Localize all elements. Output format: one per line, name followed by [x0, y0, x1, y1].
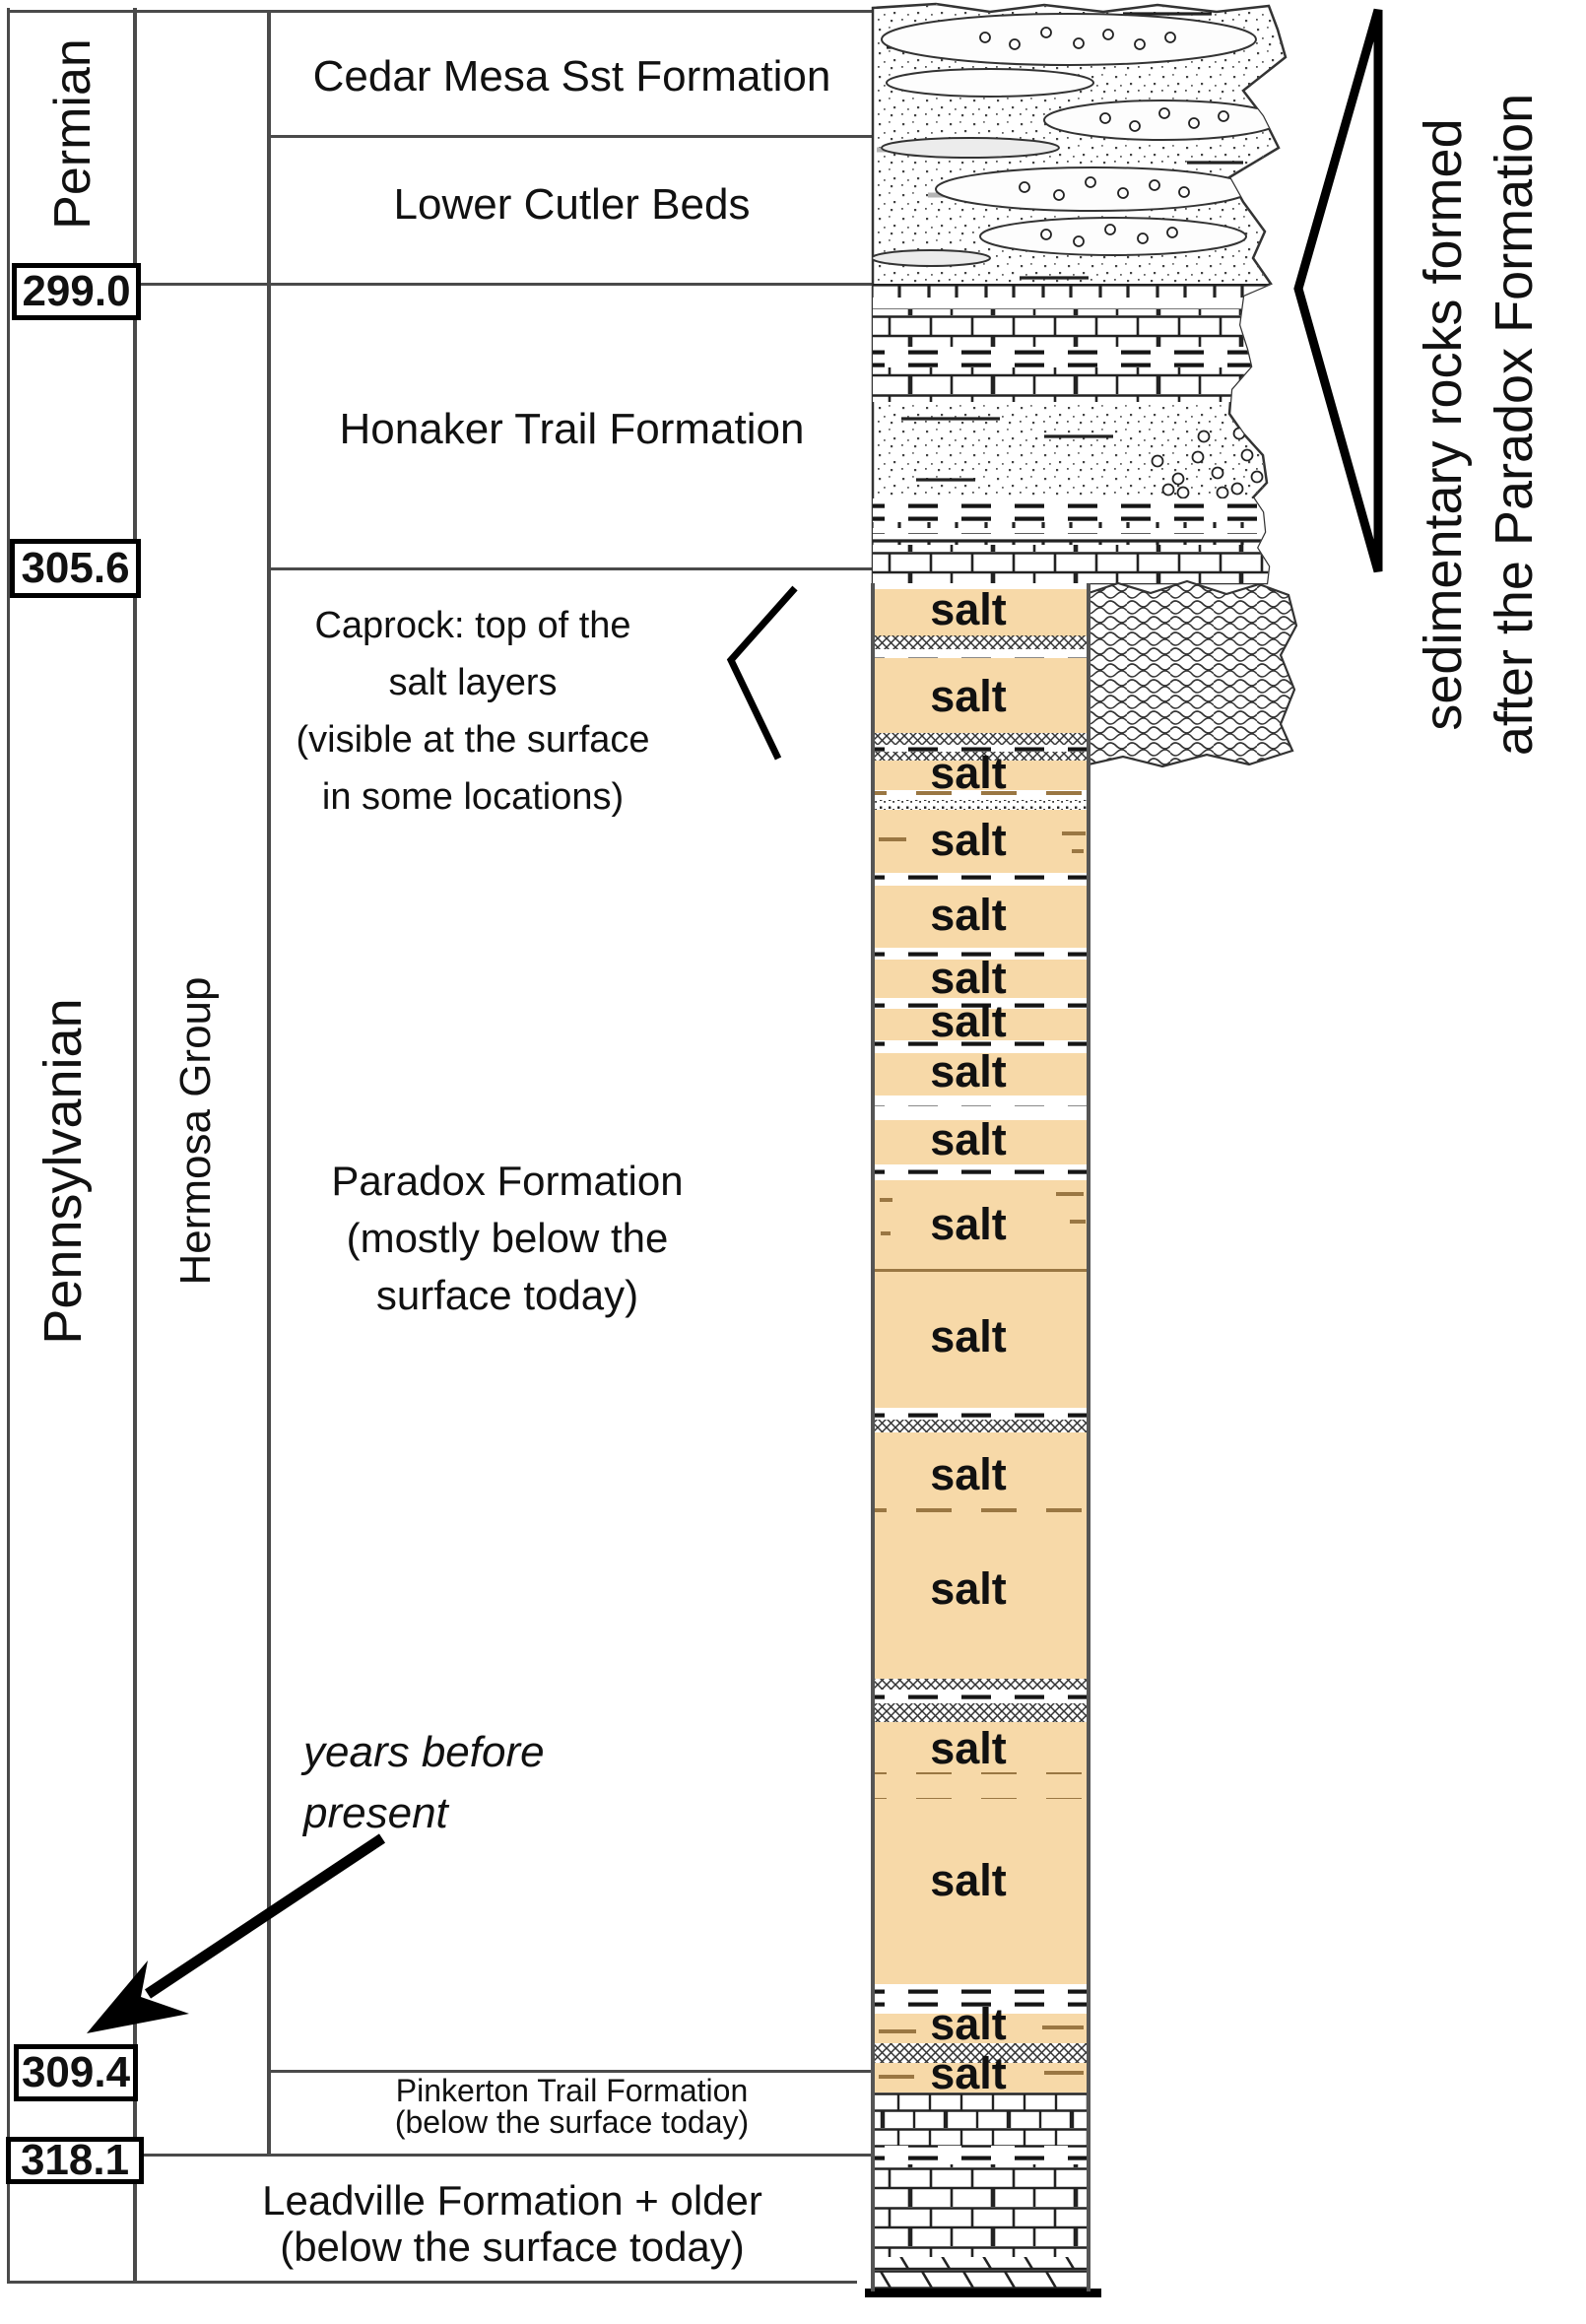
line-pinkerton-top: [269, 2070, 875, 2073]
svg-text:salt: salt: [930, 1311, 1007, 1361]
label-paradox: Paradox Formation (mostly below the surf…: [331, 1158, 684, 1318]
svg-text:salt: salt: [930, 890, 1007, 940]
label-honaker: Honaker Trail Formation: [339, 405, 805, 453]
line-318: [144, 2154, 875, 2157]
salt-labels: salt salt salt salt salt salt salt salt …: [930, 584, 1007, 2098]
svg-text:salt: salt: [930, 996, 1007, 1046]
label-years-before-present: years before present: [303, 1728, 545, 1837]
line-cedar-cutler: [269, 135, 875, 138]
salt-stack: [865, 583, 1101, 2297]
label-cedar-mesa: Cedar Mesa Sst Formation: [312, 52, 831, 100]
border-left: [7, 8, 10, 2284]
label-lower-cutler: Lower Cutler Beds: [393, 180, 751, 229]
caprock-texture: [1087, 579, 1298, 768]
age-box-318: 318.1: [6, 2136, 144, 2184]
svg-text:salt: salt: [930, 1046, 1007, 1096]
svg-text:salt: salt: [930, 815, 1007, 865]
svg-text:salt: salt: [930, 1563, 1007, 1614]
svg-text:salt: salt: [930, 584, 1007, 634]
line-299: [141, 283, 875, 286]
svg-text:salt: salt: [930, 1855, 1007, 1905]
svg-text:salt: salt: [930, 953, 1007, 1003]
age-318-value: 318.1: [20, 2136, 130, 2184]
age-box-309: 309.4: [14, 2044, 138, 2101]
upper-column-patterns: [871, 2, 1288, 585]
label-leadville: Leadville Formation + older (below the s…: [262, 2177, 762, 2270]
svg-text:salt: salt: [930, 1449, 1007, 1499]
svg-text:salt: salt: [930, 1114, 1007, 1164]
svg-text:salt: salt: [930, 671, 1007, 721]
svg-text:salt: salt: [930, 1723, 1007, 1773]
line-bottom: [7, 2281, 857, 2284]
age-299-value: 299.0: [22, 267, 131, 315]
age-309-value: 309.4: [21, 2048, 131, 2096]
age-305-value: 305.6: [21, 544, 130, 592]
line-top: [7, 10, 875, 13]
border-period-group: [133, 8, 137, 2284]
label-caprock: Caprock: top of the salt layers (visible…: [296, 605, 650, 818]
years-arrow: [87, 1833, 386, 2033]
age-box-305: 305.6: [10, 539, 141, 598]
age-box-299: 299.0: [12, 263, 141, 320]
border-group-labels: [267, 10, 271, 2155]
line-305: [269, 567, 875, 570]
right-bracket: [1293, 8, 1383, 573]
svg-text:salt: salt: [930, 2048, 1007, 2098]
svg-text:salt: salt: [930, 1199, 1007, 1249]
caprock-pointer: [726, 585, 798, 761]
label-pinkerton: Pinkerton Trail Formation (below the sur…: [394, 2073, 750, 2140]
svg-text:salt: salt: [930, 748, 1007, 798]
svg-text:salt: salt: [930, 1999, 1007, 2049]
